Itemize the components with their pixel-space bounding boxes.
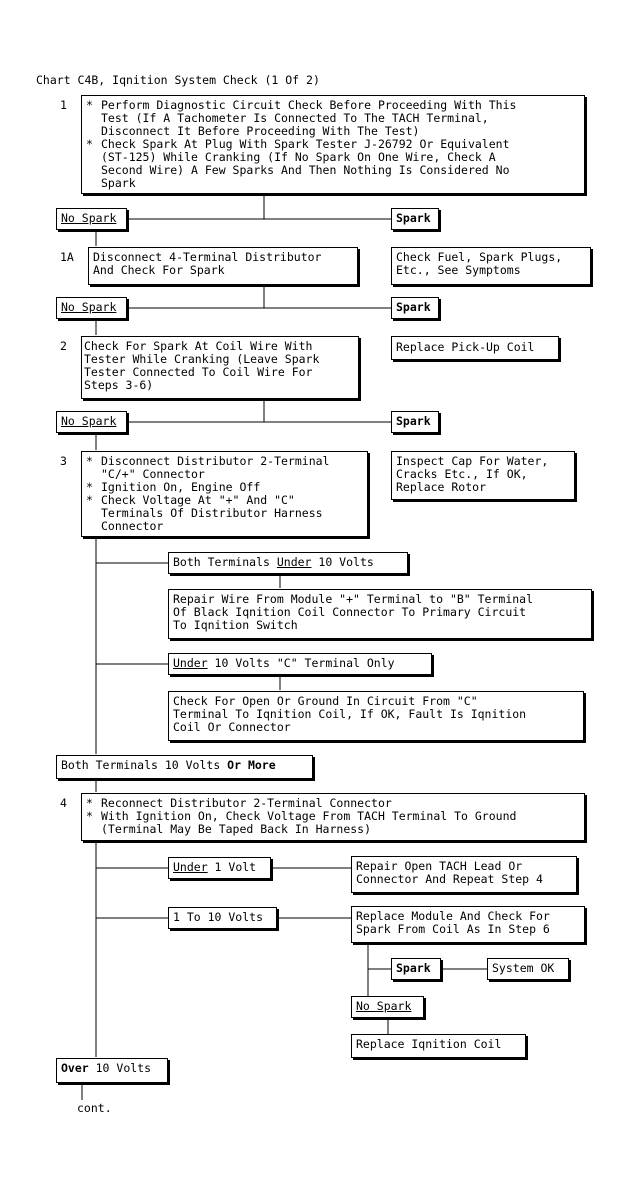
replace-pickup-text: Replace Pick-Up Coil bbox=[396, 340, 535, 354]
bullet-icon: * bbox=[86, 493, 93, 507]
step-3-line: Connector bbox=[101, 519, 164, 533]
bullet-icon: * bbox=[86, 480, 93, 494]
repair-tach-line: Repair Open TACH Lead Or bbox=[356, 859, 523, 873]
inspect-cap-box: Inspect Cap For Water, Cracks Etc., If O… bbox=[391, 451, 575, 500]
step-1-line: *Check Spark At Plug With Spark Tester J… bbox=[86, 137, 510, 151]
step-4-box: *Reconnect Distributor 2-Terminal Connec… bbox=[81, 793, 585, 841]
step-1a-line: Disconnect 4-Terminal Distributor bbox=[93, 250, 322, 264]
check-fuel-line: Etc., See Symptoms bbox=[396, 263, 521, 277]
check-fuel-line: Check Fuel, Spark Plugs, bbox=[396, 250, 563, 264]
check-open-line: Terminal To Iqnition Coil, If OK, Fault … bbox=[173, 707, 527, 721]
spark-label: Spark bbox=[391, 958, 441, 980]
bullet-icon: * bbox=[86, 454, 93, 468]
step-4-line: (Terminal May Be Taped Back In Harness) bbox=[101, 822, 372, 836]
step-1-line: Spark bbox=[101, 176, 136, 190]
replace-module-line: Spark From Coil As In Step 6 bbox=[356, 922, 550, 936]
step-1a-line: And Check For Spark bbox=[93, 263, 225, 277]
system-ok-box: System OK bbox=[487, 958, 569, 980]
step-1-line: Disconnect It Before Proceeding With The… bbox=[101, 124, 420, 138]
repair-wire-box: Repair Wire From Module "+" Terminal to … bbox=[168, 589, 592, 639]
check-open-line: Coil Or Connector bbox=[173, 720, 291, 734]
continued-label: cont. bbox=[77, 1101, 112, 1115]
no-spark-label: No Spark bbox=[56, 297, 127, 319]
replace-pickup-box: Replace Pick-Up Coil bbox=[391, 336, 559, 360]
step-1-line: *Perform Diagnostic Circuit Check Before… bbox=[86, 98, 517, 112]
step-4-number: 4 bbox=[60, 796, 67, 810]
inspect-cap-line: Replace Rotor bbox=[396, 480, 487, 494]
step-2-box: Check For Spark At Coil Wire With Tester… bbox=[81, 336, 359, 399]
repair-tach-line: Connector And Repeat Step 4 bbox=[356, 872, 543, 886]
step-1-box: *Perform Diagnostic Circuit Check Before… bbox=[81, 95, 585, 194]
replace-module-line: Replace Module And Check For bbox=[356, 909, 550, 923]
repair-tach-box: Repair Open TACH Lead Or Connector And R… bbox=[351, 856, 577, 893]
bullet-icon: * bbox=[86, 809, 93, 823]
repair-wire-line: Repair Wire From Module "+" Terminal to … bbox=[173, 592, 534, 606]
under-10-volts-c-label: Under 10 Volts "C" Terminal Only bbox=[168, 653, 432, 675]
step-3-line: *Disconnect Distributor 2-Terminal bbox=[86, 454, 330, 468]
check-open-line: Check For Open Or Ground In Circuit From… bbox=[173, 694, 478, 708]
step-1a-box: Disconnect 4-Terminal Distributor And Ch… bbox=[88, 247, 358, 285]
bullet-icon: * bbox=[86, 98, 93, 112]
step-1-number: 1 bbox=[60, 98, 67, 112]
spark-label: Spark bbox=[391, 297, 439, 319]
step-3-line: *Check Voltage At "+" And "C" bbox=[86, 493, 295, 507]
inspect-cap-line: Inspect Cap For Water, bbox=[396, 454, 549, 468]
replace-module-box: Replace Module And Check For Spark From … bbox=[351, 906, 585, 943]
step-4-line: *With Ignition On, Check Voltage From TA… bbox=[86, 809, 517, 823]
check-open-box: Check For Open Or Ground In Circuit From… bbox=[168, 691, 584, 741]
step-2-line: Tester Connected To Coil Wire For bbox=[84, 365, 313, 379]
step-1a-number: 1A bbox=[60, 250, 74, 264]
step-2-number: 2 bbox=[60, 339, 67, 353]
bullet-icon: * bbox=[86, 137, 93, 151]
chart-title: Chart C4B, Iqnition System Check (1 Of 2… bbox=[36, 73, 320, 87]
step-2-line: Check For Spark At Coil Wire With bbox=[84, 339, 313, 353]
spark-label: Spark bbox=[391, 208, 439, 230]
over-10-volts-label: Over 10 Volts bbox=[56, 1058, 168, 1083]
no-spark-label: No Spark bbox=[351, 996, 424, 1018]
check-fuel-box: Check Fuel, Spark Plugs, Etc., See Sympt… bbox=[391, 247, 591, 285]
step-3-box: *Disconnect Distributor 2-Terminal "C/+"… bbox=[81, 451, 368, 537]
both-under-10-volts-label: Both Terminals Under 10 Volts bbox=[168, 552, 408, 574]
no-spark-label: No Spark bbox=[56, 411, 127, 433]
step-3-line: *Ignition On, Engine Off bbox=[86, 480, 261, 494]
both-10-volts-or-more-label: Both Terminals 10 Volts Or More bbox=[56, 755, 313, 779]
bullet-icon: * bbox=[86, 796, 93, 810]
repair-wire-line: Of Black Iqnition Coil Connector To Prim… bbox=[173, 605, 527, 619]
step-3-line: Terminals Of Distributor Harness bbox=[101, 506, 323, 520]
step-3-line: "C/+" Connector bbox=[101, 467, 205, 481]
step-1-line: Second Wire) A Few Sparks And Then Nothi… bbox=[101, 163, 510, 177]
no-spark-label: No Spark bbox=[56, 208, 127, 230]
repair-wire-line: To Iqnition Switch bbox=[173, 618, 298, 632]
inspect-cap-line: Cracks Etc., If OK, bbox=[396, 467, 528, 481]
spark-label: Spark bbox=[391, 411, 439, 433]
step-1-line: Test (If A Tachometer Is Connected To Th… bbox=[101, 111, 489, 125]
one-to-ten-volts-label: 1 To 10 Volts bbox=[168, 907, 277, 929]
step-2-line: Tester While Cranking (Leave Spark bbox=[84, 352, 320, 366]
under-1-volt-label: Under 1 Volt bbox=[168, 857, 271, 879]
step-1-line: (ST-125) While Cranking (If No Spark On … bbox=[101, 150, 496, 164]
step-2-line: Steps 3-6) bbox=[84, 378, 154, 392]
step-3-number: 3 bbox=[60, 454, 67, 468]
step-4-line: *Reconnect Distributor 2-Terminal Connec… bbox=[86, 796, 392, 810]
replace-ignition-coil-box: Replace Iqnition Coil bbox=[351, 1034, 526, 1058]
